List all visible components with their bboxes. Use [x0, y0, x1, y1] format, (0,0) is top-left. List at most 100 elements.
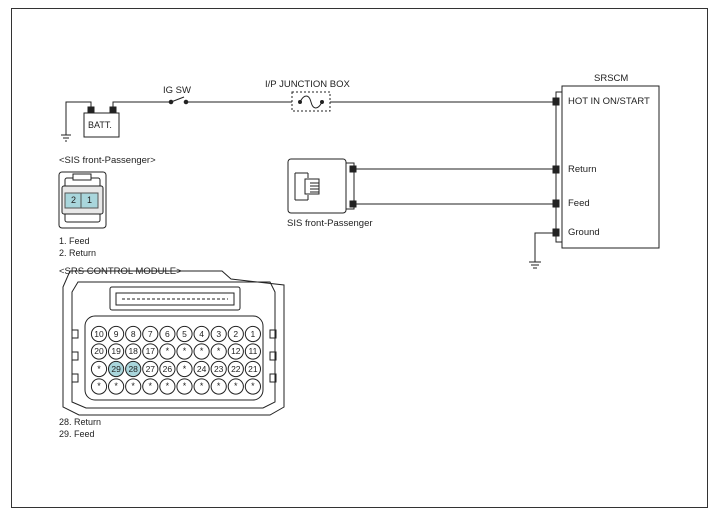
srs-pin-hole	[125, 343, 142, 360]
srs-pin-hole	[193, 378, 210, 395]
srs-pin-label: 24	[196, 363, 207, 374]
srs-pin-hole	[159, 378, 176, 395]
srs-pin-label: *	[182, 346, 187, 356]
srs-pin-label: 2	[233, 328, 239, 339]
srscm-box	[529, 85, 660, 269]
srs-pin-label: 5	[182, 328, 187, 339]
srs-pin-hole	[90, 378, 108, 395]
srs-pin-hole	[244, 343, 261, 360]
srs-pin-label: 19	[111, 346, 121, 356]
srs-pin-label: 20	[94, 346, 104, 356]
srs-pin-hole	[227, 343, 244, 360]
srs-pin-label: *	[97, 363, 101, 374]
terminal-ground-label: Ground	[568, 227, 600, 238]
srs-module-connector-face	[62, 270, 285, 416]
srs-module-title: <SRS CONTROL MODULE>	[59, 266, 182, 277]
srs-pin-label: 1	[250, 328, 256, 339]
srs-pin-label: 23	[213, 363, 224, 374]
battery-label: BATT.	[88, 120, 112, 130]
srs-pin-label: 6	[165, 328, 170, 339]
srs-pin-label: *	[165, 381, 170, 391]
srs-pin-label: *	[165, 346, 170, 356]
srs-pin-label: 9	[113, 328, 119, 339]
srs-pin-hole	[90, 325, 108, 343]
srs-pin-hole	[244, 325, 261, 343]
srs-pin-label: 4	[199, 328, 204, 339]
sis-connector-face	[58, 171, 107, 229]
fuse-symbol	[291, 91, 553, 112]
srs-pin-hole	[210, 343, 227, 360]
srs-pin-hole	[193, 325, 210, 343]
srs-pin-label: 22	[231, 363, 241, 374]
srs-pin-label: *	[199, 346, 204, 356]
srs-pin-label: *	[216, 381, 221, 391]
junction-box-label: I/P JUNCTION BOX	[265, 79, 350, 90]
srs-pin-hole	[210, 325, 227, 343]
srs-pin-hole	[227, 325, 244, 343]
sis-connector-title: <SIS front-Passenger>	[59, 155, 156, 166]
srs-pin-hole	[227, 378, 244, 395]
srs-pin-hole	[227, 360, 244, 378]
srs-pin-label: *	[199, 381, 204, 391]
srs-pin-hole	[176, 360, 193, 378]
srs-pin-label: *	[131, 381, 135, 391]
srs-pin-label: 18	[128, 346, 138, 356]
terminal-hot-in-label: HOT IN ON/START	[568, 96, 650, 107]
srs-pin-hole	[108, 360, 125, 378]
srs-pin-label: 29	[111, 363, 121, 374]
srs-pin-hole	[108, 378, 125, 395]
srs-pin-hole	[176, 378, 193, 395]
srs-pin-label: 27	[145, 363, 156, 374]
srs-pin-label: 17	[145, 346, 156, 356]
srs-pin-label: 28	[128, 363, 138, 374]
srs-pin-label: *	[148, 381, 153, 391]
srs-pin-label: 21	[248, 363, 258, 374]
sis-component-label: SIS front-Passenger	[287, 218, 373, 229]
srs-pin-label: 7	[147, 328, 153, 339]
sis-legend-feed: 1. Feed	[59, 236, 90, 246]
srs-pin-hole	[244, 378, 261, 395]
srs-pin-label: *	[234, 381, 238, 391]
srs-pin-label: 26	[162, 363, 173, 374]
srs-pin-label: 3	[216, 328, 222, 339]
sis-pin-1: 1	[86, 195, 92, 205]
srs-pin-label: *	[251, 381, 255, 391]
srs-legend-return: 28. Return	[59, 417, 102, 427]
srs-pin-hole	[210, 378, 227, 395]
terminal-return-label: Return	[568, 164, 597, 175]
srs-pin-label: *	[182, 381, 187, 391]
srs-pin-hole	[142, 325, 159, 343]
sis-legend-return: 2. Return	[59, 248, 97, 258]
ig-switch-symbol	[168, 96, 292, 105]
sis-pin-2: 2	[70, 195, 76, 205]
srs-pin-label: 12	[231, 346, 241, 356]
srs-pin-hole	[176, 325, 193, 343]
srs-pin-hole	[125, 325, 142, 343]
srs-pin-hole	[108, 343, 125, 360]
diagram-frame	[11, 8, 708, 508]
srs-pin-label: *	[114, 381, 118, 391]
terminal-feed-label: Feed	[568, 198, 590, 209]
srs-pin-label: 8	[130, 328, 136, 339]
srs-pin-hole	[90, 343, 108, 360]
srs-pin-hole	[142, 360, 159, 378]
srs-pin-hole	[125, 378, 142, 395]
srs-pin-hole	[193, 343, 210, 360]
srs-legend-feed: 29. Feed	[59, 429, 95, 439]
srscm-label: SRSCM	[594, 73, 629, 84]
srs-pin-hole	[244, 360, 261, 378]
srs-pin-label: *	[182, 363, 187, 374]
srs-pin-hole	[125, 360, 142, 378]
srs-pin-hole	[142, 378, 159, 395]
ig-switch-label: IG SW	[163, 85, 191, 96]
srs-pin-hole	[159, 360, 176, 378]
srs-pin-hole	[142, 343, 159, 360]
srs-pin-hole	[176, 343, 193, 360]
srs-pin-hole	[90, 360, 108, 378]
srs-pin-hole	[210, 360, 227, 378]
sis-component-symbol	[287, 158, 553, 214]
battery-symbol	[61, 101, 170, 142]
srs-pin-hole	[159, 343, 176, 360]
srs-pin-label: 10	[94, 328, 104, 339]
